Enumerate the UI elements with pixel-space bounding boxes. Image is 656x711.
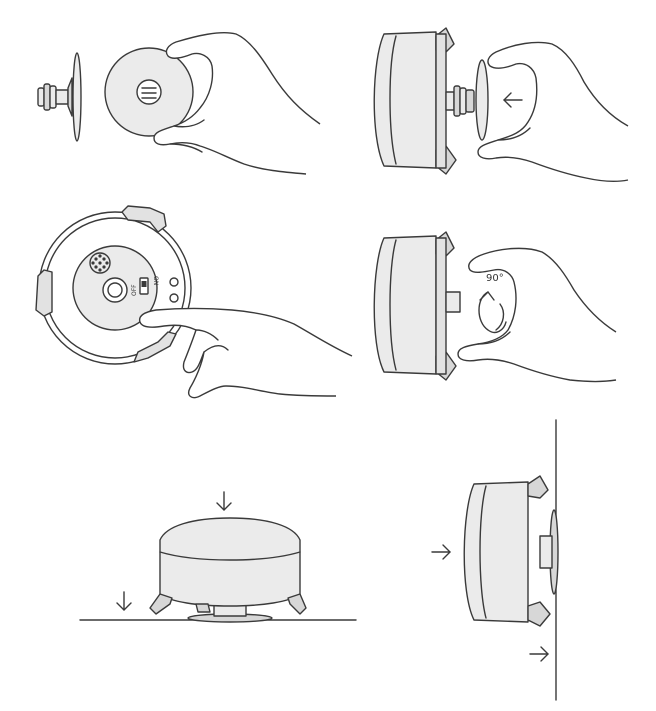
hand-icon	[153, 32, 321, 175]
switch-off-label: OFF	[131, 284, 138, 296]
panel-step-6	[431, 419, 559, 701]
arrow-left-icon	[503, 92, 523, 108]
power-switch-icon: OFF ON	[131, 276, 159, 296]
arrow-down-icon	[116, 591, 132, 611]
device-wall-icon	[463, 475, 559, 627]
suction-mount-icon	[37, 52, 82, 142]
arrow-right-icon	[431, 544, 451, 560]
panel-step-3: OFF ON	[35, 205, 353, 399]
panel-step-5	[79, 491, 357, 623]
rotate-icon: 90°	[478, 273, 507, 334]
switch-on-label: ON	[152, 276, 159, 285]
device-side-icon	[373, 231, 461, 381]
hand-icon	[477, 41, 629, 183]
suction-mount-icon	[445, 59, 489, 141]
panel-step-1	[37, 32, 321, 175]
device-side-icon	[373, 27, 457, 175]
device-top-icon	[35, 205, 192, 365]
device-floor-icon	[149, 517, 307, 623]
rotate-label: 90°	[486, 273, 504, 284]
arrow-right-icon	[529, 646, 549, 662]
panel-step-2	[373, 27, 629, 183]
mounting-plate-icon	[104, 47, 194, 137]
hand-icon	[457, 247, 617, 383]
hand-pointing-icon	[138, 307, 353, 399]
arrow-down-icon	[216, 491, 232, 511]
panel-step-4: 90°	[373, 231, 617, 383]
speaker-grille-icon	[89, 252, 111, 274]
